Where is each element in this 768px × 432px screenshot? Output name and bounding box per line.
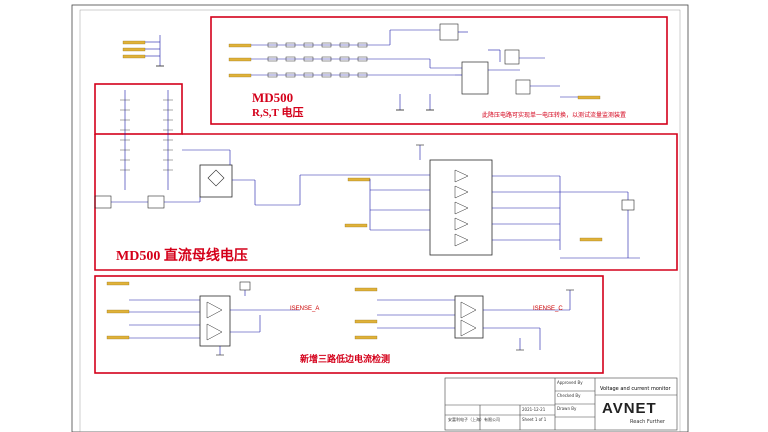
rst-circuit	[228, 23, 601, 111]
title-block-checked-label: Checked By	[557, 393, 581, 398]
current-section-title: 新增三路低边电流检测	[300, 354, 391, 364]
top-left-labels	[122, 35, 164, 67]
current-tag-right: ISENSE_C	[533, 306, 563, 312]
dc-bus-section-outline	[94, 133, 678, 271]
dc-bus-section-title: MD500 直流母线电压	[116, 249, 248, 264]
title-block	[444, 377, 678, 431]
title-block-approved-label: Approved By	[557, 380, 583, 385]
avnet-slogan: Reach Further	[630, 419, 665, 425]
rst-section-frame	[210, 16, 668, 125]
title-block-date: 2021-12-21	[522, 407, 546, 412]
rst-section-title: MD500	[252, 90, 294, 105]
dc-bus-circuit	[94, 90, 640, 259]
current-circuit	[106, 281, 574, 356]
dc-bus-section-frame	[94, 83, 183, 135]
current-section-frame	[94, 275, 604, 374]
title-block-company: 安富利电子（上海）有限公司	[448, 417, 500, 422]
avnet-logo: AVNET	[602, 400, 657, 417]
drawing-border	[71, 4, 689, 432]
rst-section-note: 此降压电路可实现单一电压转换，以测试流量监测装置	[482, 112, 627, 119]
title-block-sheet: Sheet 1 of 1	[522, 417, 547, 422]
title-block-project: Voltage and current monitor	[600, 386, 671, 392]
current-tag-left: ISENSE_A	[290, 306, 320, 312]
title-block-drawn-label: Drawn By	[557, 406, 577, 411]
rst-section-subtitle: R,S,T 电压	[252, 107, 304, 119]
